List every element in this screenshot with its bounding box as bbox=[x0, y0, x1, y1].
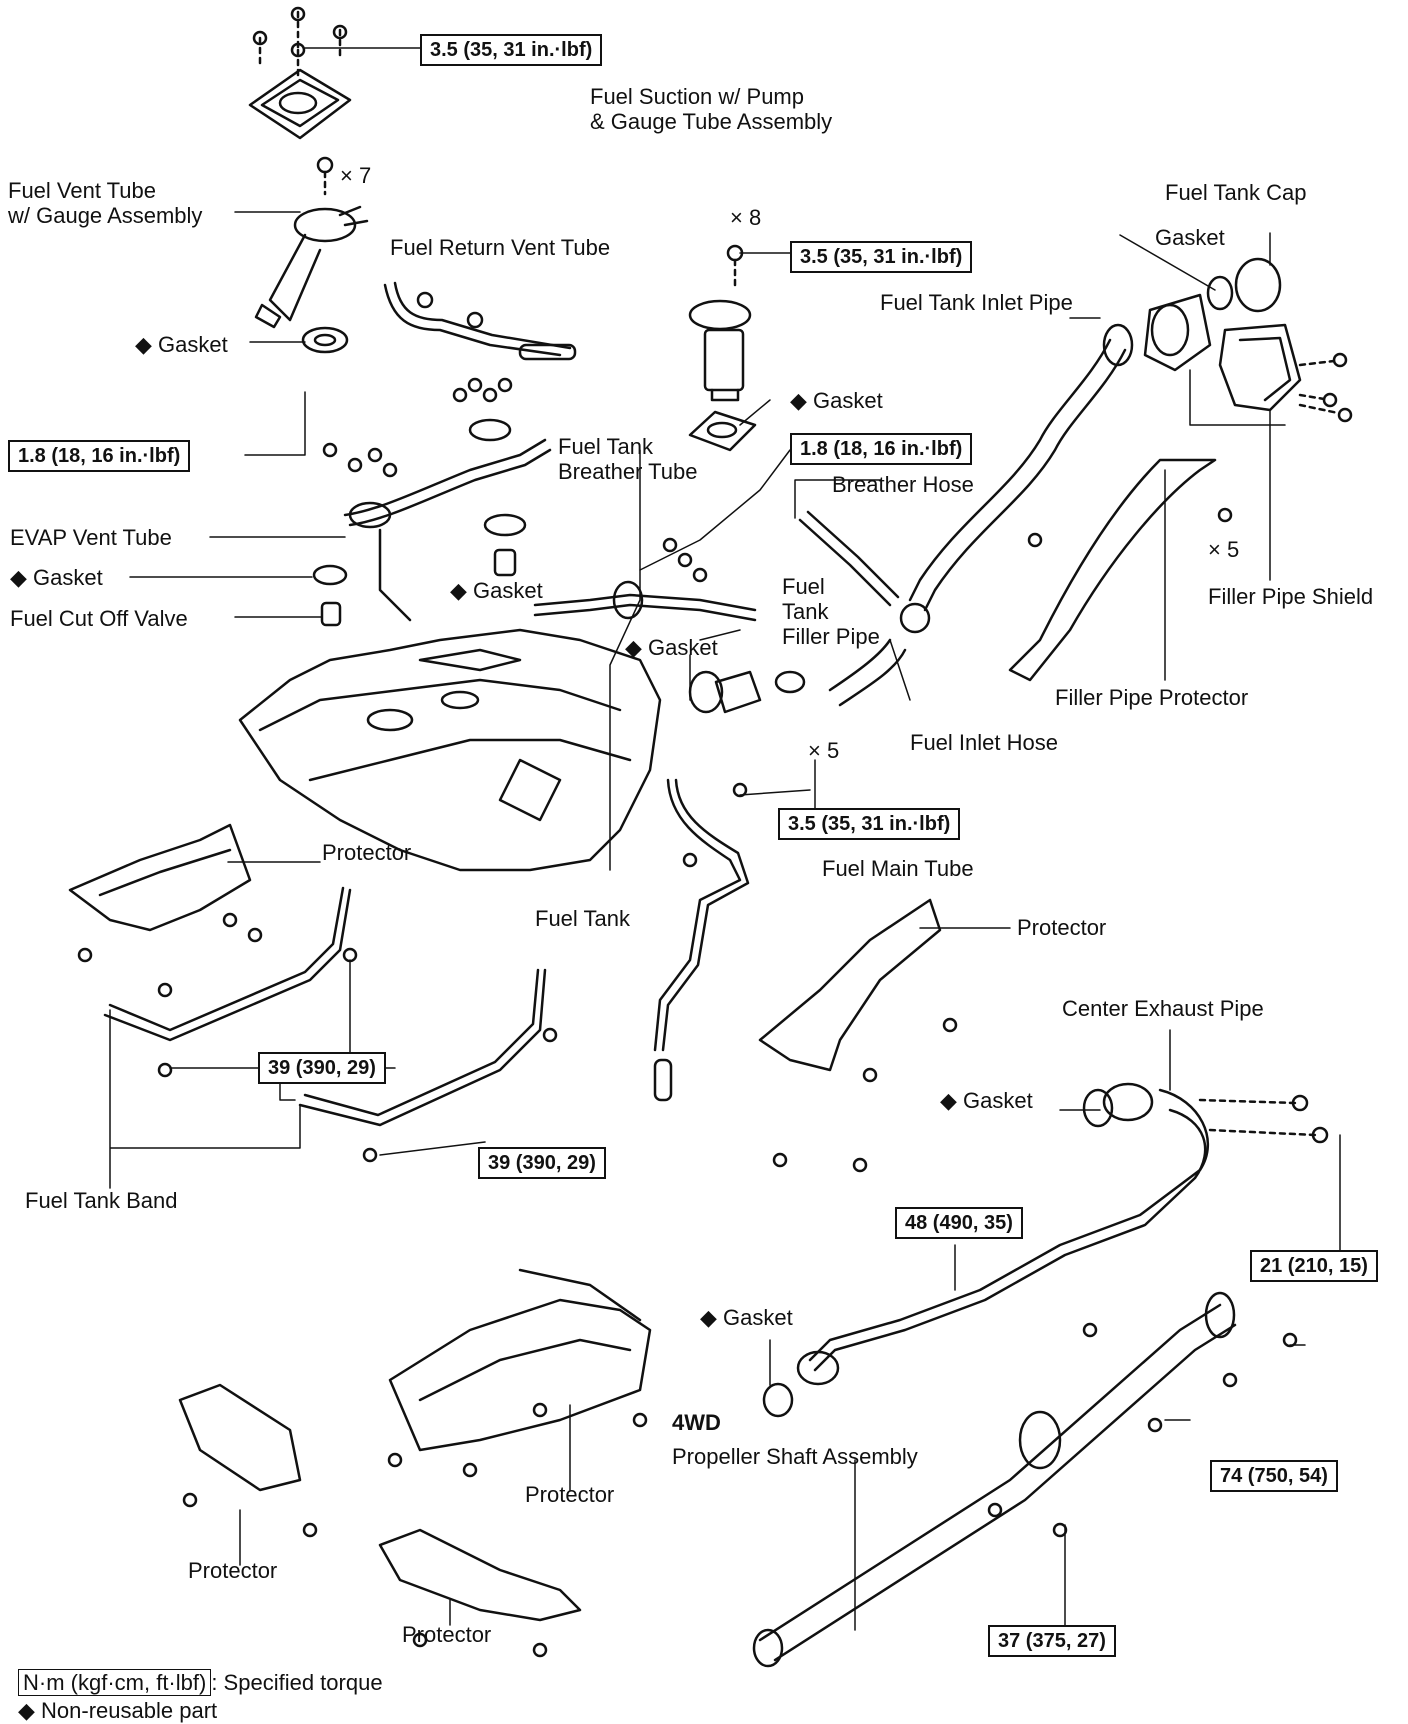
protector-bottom bbox=[378, 1528, 582, 1658]
label-filler-pipe-line2: Tank bbox=[782, 599, 829, 624]
label-fuel-tank-cap: Fuel Tank Cap bbox=[1165, 180, 1307, 205]
label-fuel-inlet-hose: Fuel Inlet Hose bbox=[910, 730, 1058, 755]
label-protector-2: Protector bbox=[1017, 915, 1107, 940]
label-gasket-lower: ◆ Gasket bbox=[700, 1305, 793, 1330]
evap-vent-tube bbox=[343, 438, 552, 622]
fuel-main-tube bbox=[653, 778, 750, 1102]
label-4wd: 4WD bbox=[672, 1410, 721, 1435]
label-fuel-tank-band: Fuel Tank Band bbox=[25, 1188, 178, 1213]
vent-gasket bbox=[301, 326, 349, 354]
label-propeller-shaft: Propeller Shaft Assembly bbox=[672, 1444, 918, 1469]
label-breather-tube-line1: Fuel Tank bbox=[558, 434, 653, 459]
protector-right bbox=[758, 898, 958, 1173]
label-filler-pipe-line1: Fuel bbox=[782, 574, 825, 599]
filler-pipe-shield bbox=[1218, 323, 1353, 423]
breather-tube bbox=[533, 537, 757, 622]
label-gasket-suction: ◆ Gasket bbox=[790, 388, 883, 413]
label-evap-vent-tube: EVAP Vent Tube bbox=[10, 525, 172, 550]
torque-box-breather: 1.8 (18, 16 in.·lbf) bbox=[790, 433, 973, 465]
label-breather-hose: Breather Hose bbox=[832, 472, 974, 497]
fuel-inlet-hose bbox=[828, 638, 907, 707]
torque-box-exhaust-rear: 21 (210, 15) bbox=[1250, 1250, 1378, 1282]
label-gasket-mid: ◆ Gasket bbox=[450, 578, 543, 603]
protector-catalyst bbox=[387, 1268, 652, 1478]
label-gasket-filler: ◆ Gasket bbox=[625, 635, 718, 660]
pump-gasket bbox=[688, 410, 757, 452]
fuel-tank-band-2 bbox=[298, 968, 558, 1163]
legend-torque: N·m (kgf·cm, ft·lbf): Specified torque bbox=[18, 1669, 383, 1696]
label-protector-1: Protector bbox=[322, 840, 412, 865]
fuel-tank-band-1 bbox=[103, 886, 358, 1078]
label-fuel-tank: Fuel Tank bbox=[535, 906, 630, 931]
label-gasket-vent: ◆ Gasket bbox=[135, 332, 228, 357]
label-protector-4: Protector bbox=[188, 1558, 278, 1583]
label-x7: × 7 bbox=[340, 163, 372, 188]
label-filler-pipe-line3: Filler Pipe bbox=[782, 624, 880, 649]
filler-pipe-protector bbox=[1008, 458, 1233, 682]
label-gasket-left: ◆ Gasket bbox=[10, 565, 103, 590]
service-cover bbox=[248, 68, 352, 140]
label-fuel-suction-line2: & Gauge Tube Assembly bbox=[590, 109, 833, 134]
torque-box-exhaust-front: 48 (490, 35) bbox=[895, 1207, 1023, 1239]
legend-torque-box: N·m (kgf·cm, ft·lbf) bbox=[18, 1669, 212, 1696]
label-fuel-suction-line1: Fuel Suction w/ Pump bbox=[590, 84, 804, 109]
fuel-pump-assembly bbox=[688, 244, 752, 402]
label-fuel-return-vent-tube: Fuel Return Vent Tube bbox=[390, 235, 611, 260]
label-center-exhaust-pipe: Center Exhaust Pipe bbox=[1062, 996, 1264, 1021]
fuel-return-vent-tube bbox=[383, 281, 577, 361]
label-fuel-vent-tube-line1: Fuel Vent Tube bbox=[8, 178, 156, 203]
label-x5-pipe: × 5 bbox=[808, 738, 840, 763]
label-fuel-vent-tube-line2: w/ Gauge Assembly bbox=[8, 203, 203, 228]
torque-box-pump: 3.5 (35, 31 in.·lbf) bbox=[790, 241, 973, 273]
legend-torque-text: : Specified torque bbox=[211, 1670, 383, 1695]
protector-small-left bbox=[178, 1383, 318, 1538]
torque-box-band-1: 39 (390, 29) bbox=[258, 1052, 386, 1084]
protector-left-upper bbox=[68, 823, 263, 998]
fuel-tank-inlet-pipe bbox=[908, 323, 1134, 612]
torque-box-shaft-center: 37 (375, 27) bbox=[988, 1625, 1116, 1657]
torque-box-shaft-flange: 74 (750, 54) bbox=[1210, 1460, 1338, 1492]
leader-lines bbox=[109, 47, 1341, 1631]
cover-bolts bbox=[252, 6, 348, 78]
center-exhaust-pipe bbox=[762, 1082, 1329, 1418]
label-filler-pipe-shield: Filler Pipe Shield bbox=[1208, 584, 1374, 609]
label-fuel-cut-off-valve: Fuel Cut Off Valve bbox=[10, 606, 188, 631]
torque-box-evap: 1.8 (18, 16 in.·lbf) bbox=[8, 440, 191, 472]
label-filler-pipe-protector: Filler Pipe Protector bbox=[1055, 685, 1249, 710]
legend-non-reusable: ◆ Non-reusable part bbox=[18, 1698, 218, 1723]
label-gasket-exhaust: ◆ Gasket bbox=[940, 1088, 1033, 1113]
label-breather-tube-line2: Breather Tube bbox=[558, 459, 698, 484]
propeller-shaft bbox=[752, 1291, 1298, 1668]
label-fuel-main-tube: Fuel Main Tube bbox=[822, 856, 974, 881]
label-protector-5: Protector bbox=[402, 1622, 492, 1647]
torque-box-filler: 3.5 (35, 31 in.·lbf) bbox=[778, 808, 961, 840]
label-x5-shield: × 5 bbox=[1208, 537, 1240, 562]
label-gasket-cap: Gasket bbox=[1155, 225, 1225, 250]
breather-hose bbox=[798, 510, 931, 634]
torque-box-band-2: 39 (390, 29) bbox=[478, 1147, 606, 1179]
filler-neck-housing bbox=[1143, 257, 1282, 372]
label-x8: × 8 bbox=[730, 205, 762, 230]
torque-box-cover: 3.5 (35, 31 in.·lbf) bbox=[420, 34, 603, 66]
filler-pipe-part bbox=[688, 670, 806, 714]
fuel-tank-body bbox=[238, 628, 662, 872]
label-fuel-tank-inlet-pipe: Fuel Tank Inlet Pipe bbox=[880, 290, 1073, 315]
left-gasket-and-valve bbox=[312, 513, 527, 627]
fuel-vent-tube-assembly bbox=[254, 156, 369, 329]
evap-bolts bbox=[322, 377, 513, 478]
label-protector-3: Protector bbox=[525, 1482, 615, 1507]
